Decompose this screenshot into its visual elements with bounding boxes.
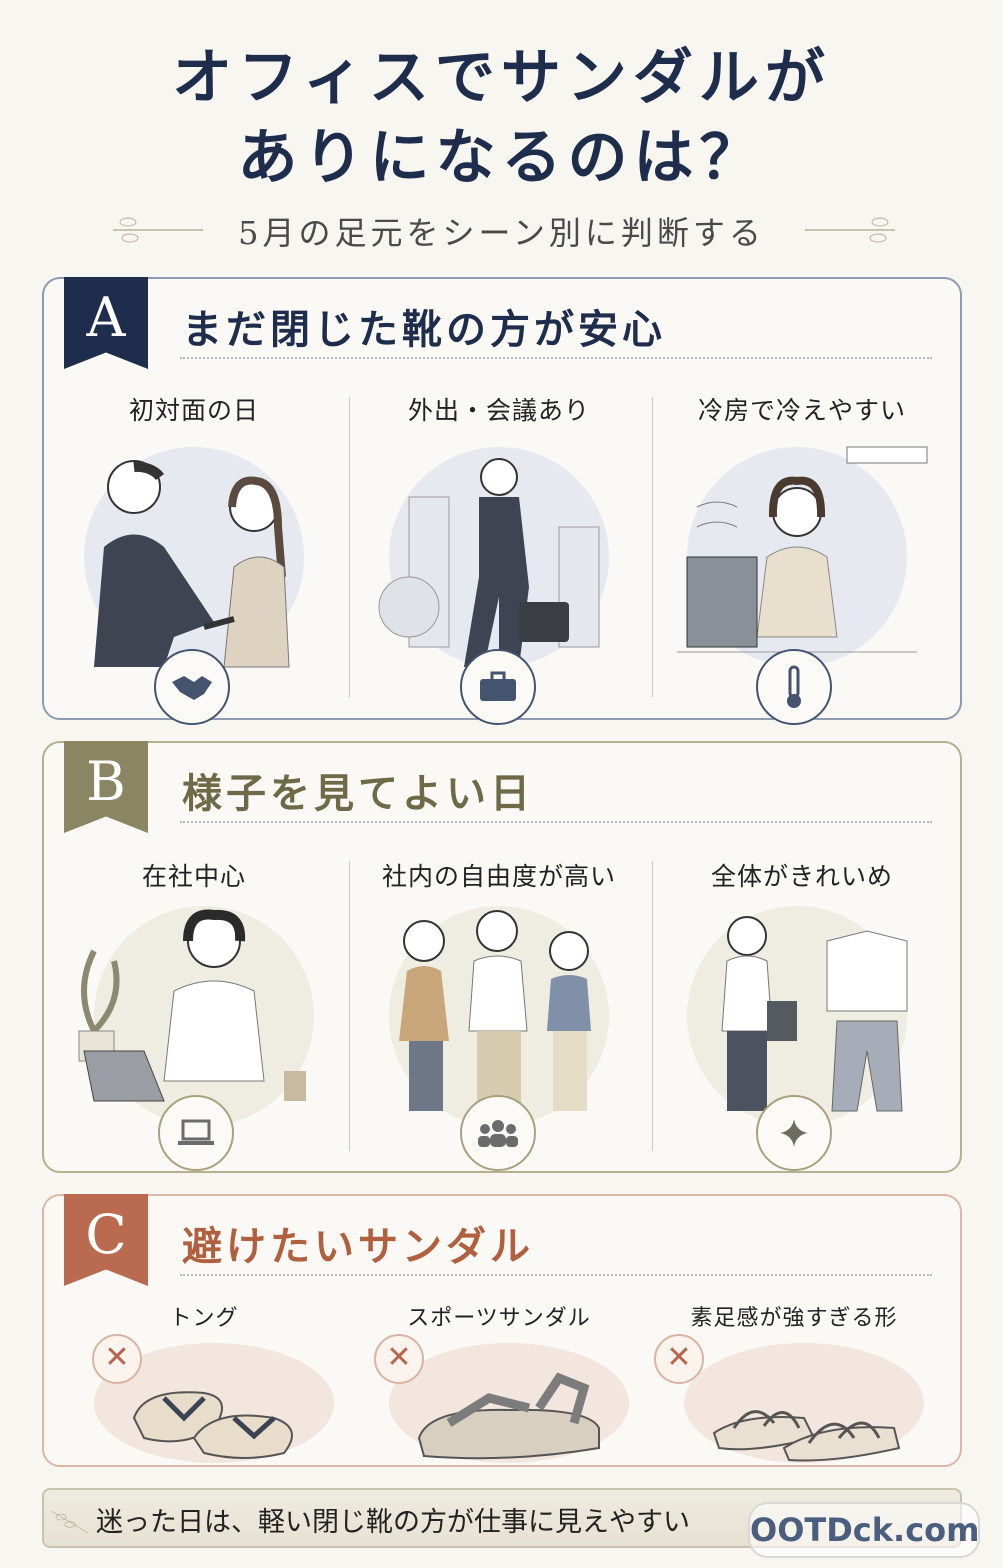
laptop-worker-illustration <box>78 906 314 1126</box>
sparkle-icon <box>756 1095 832 1171</box>
column-label: 冷房で冷えやすい <box>697 396 906 425</box>
column-label: 社内の自由度が高い <box>381 862 616 891</box>
title-line-2: ありになるのは？ <box>237 123 766 193</box>
flip-flop-illustration <box>94 1343 334 1463</box>
banner-text: 迷った日は、軽い閉じ靴の方が仕事に見えやすい <box>96 1507 690 1538</box>
column-label: 在社中心 <box>141 862 246 891</box>
column-free-culture: 社内の自由度が高い <box>349 857 649 1135</box>
handshake-illustration <box>84 447 304 668</box>
column-label: トング <box>169 1306 239 1331</box>
colleagues-illustration <box>389 906 609 1126</box>
title-line-1: オフィスでサンダルが <box>172 43 831 113</box>
x-icon: ✕ <box>92 1334 142 1384</box>
leaf-sprig-icon <box>51 1510 89 1534</box>
column-first-meeting: 初対面の日 <box>44 391 344 681</box>
column-barefoot-style: 素足感が強すぎる形 <box>644 1300 944 1472</box>
leaf-ornament-left-icon <box>113 217 203 243</box>
divider-dotted <box>180 821 932 823</box>
thermometer-icon <box>756 649 832 725</box>
walking-businessman-illustration <box>378 447 609 667</box>
section-b: B 様子を見てよい日 在社中心 社内の自由度が高い 全体がきれいめ <box>42 741 962 1173</box>
column-label: スポーツサンダル <box>407 1306 591 1331</box>
column-label: 初対面の日 <box>128 396 259 425</box>
x-icon: ✕ <box>654 1334 704 1384</box>
column-flip-flops: トング <box>54 1300 354 1472</box>
people-icon <box>460 1095 536 1171</box>
cold-office-illustration <box>677 446 928 667</box>
briefcase-icon <box>460 649 536 725</box>
badge-b: B <box>64 741 148 833</box>
section-c: C 避けたいサンダル トング スポーツサンダル 素足感が強すぎる形 ✕ ✕ ✕ <box>42 1194 962 1467</box>
handshake-icon <box>154 649 230 725</box>
smart-outfit-illustration <box>687 906 908 1126</box>
badge-c: C <box>64 1194 148 1286</box>
section-a: A まだ閉じた靴の方が安心 初対面の日 外出・会議あり 冷房で冷えやすい <box>42 277 962 725</box>
section-b-heading: 様子を見てよい日 <box>182 770 534 817</box>
watermark: OOTDck.com <box>748 1502 980 1558</box>
badge-a: A <box>64 277 148 369</box>
divider-dotted <box>180 1274 932 1276</box>
sport-sandal-illustration <box>389 1343 629 1463</box>
minimal-sandal-illustration <box>684 1343 924 1463</box>
laptop-icon <box>158 1095 234 1171</box>
column-divider <box>349 861 350 1151</box>
column-smart-outfit: 全体がきれいめ <box>652 857 952 1135</box>
column-label: 外出・会議あり <box>407 396 590 425</box>
subtitle: 5月の足元をシーン別に判断する <box>238 214 765 252</box>
column-label: 素足感が強すぎる形 <box>690 1306 898 1331</box>
column-divider <box>652 861 653 1151</box>
column-outing-meeting: 外出・会議あり <box>349 391 649 681</box>
leaf-ornament-right-icon <box>805 217 895 243</box>
x-icon: ✕ <box>374 1334 424 1384</box>
column-label: 全体がきれいめ <box>710 862 893 891</box>
column-in-office: 在社中心 <box>44 857 344 1135</box>
section-a-heading: まだ閉じた靴の方が安心 <box>182 306 666 353</box>
column-divider <box>349 397 350 697</box>
column-sport-sandals: スポーツサンダル <box>349 1300 649 1472</box>
column-divider <box>652 397 653 697</box>
divider-dotted <box>180 357 932 359</box>
column-cold-aircon: 冷房で冷えやすい <box>652 391 952 681</box>
section-c-heading: 避けたいサンダル <box>182 1223 534 1270</box>
